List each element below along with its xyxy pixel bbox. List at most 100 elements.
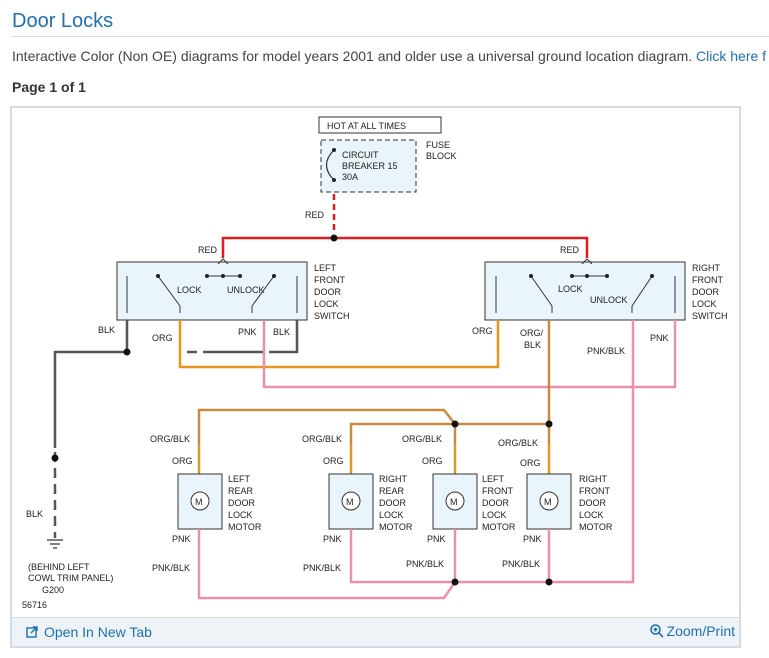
intro-sentence: Interactive Color (Non OE) diagrams for … <box>12 48 693 64</box>
hot-label: HOT AT ALL TIMES <box>327 121 406 131</box>
wire-label-blk-switch: BLK <box>273 327 290 337</box>
wire-label-pnkblk: PNK/BLK <box>587 346 625 356</box>
wire-label-orgblk-1: ORG/ <box>520 328 544 338</box>
diagram-viewer: HOT AT ALL TIMES FUSE BLOCK CIRCUIT BREA… <box>10 106 741 648</box>
black-ground-wire <box>53 320 129 448</box>
right-switch-label-5: SWITCH <box>692 311 728 321</box>
motor-label-2: FRONT <box>579 486 610 496</box>
pnkblk-branch-wire <box>349 554 457 584</box>
pnkblk-bus-wire <box>197 554 551 600</box>
zoom-print-button[interactable]: Zoom/Print <box>649 623 735 639</box>
splice-dot <box>545 420 553 428</box>
motor-orgblk-label: ORG/BLK <box>150 434 190 444</box>
motor-pnkblk-label: PNK/BLK <box>303 563 341 573</box>
motor-label-1: RIGHT <box>379 474 408 484</box>
breaker-terminal <box>332 178 336 182</box>
motor-label-3: DOOR <box>379 498 407 508</box>
motor-label-4: LOCK <box>579 510 604 520</box>
motor-label-2: FRONT <box>482 486 513 496</box>
fuse-block-label-2: BLOCK <box>426 151 457 161</box>
motor-label-4: LOCK <box>482 510 507 520</box>
wire-label-red: RED <box>305 210 325 220</box>
motor-icon <box>445 491 465 511</box>
wire-label-blk-ground: BLK <box>26 509 43 519</box>
motor-pnk-label: PNK <box>323 534 342 544</box>
zoom-print-label: Zoom/Print <box>666 623 735 639</box>
motor-icon <box>190 491 210 511</box>
diagram-id: 56716 <box>22 600 47 610</box>
ground-location-link[interactable]: Click here f <box>696 48 767 64</box>
ground-location-1: (BEHIND LEFT <box>28 562 90 572</box>
open-new-tab-button[interactable]: Open In New Tab <box>26 624 152 640</box>
right-switch-contacts <box>495 275 676 313</box>
motor-pnk-label: PNK <box>523 534 542 544</box>
left-front-switch-box <box>116 261 308 321</box>
motor-label-4: LOCK <box>228 510 253 520</box>
orgblk-branch-wire <box>349 422 457 444</box>
splice-dot <box>330 234 338 242</box>
switch-contact <box>529 274 533 278</box>
splice-dot <box>451 420 459 428</box>
splice-dot <box>451 578 459 586</box>
open-new-tab-label: Open In New Tab <box>44 624 152 640</box>
motor-symbol: M <box>450 497 458 507</box>
motor-pnkblk-label: PNK/BLK <box>502 559 540 569</box>
left-switch-label-4: LOCK <box>314 299 339 309</box>
motor-label-1: LEFT <box>482 474 505 484</box>
right-front-switch-box <box>484 261 686 321</box>
right-switch-label-2: FRONT <box>692 275 723 285</box>
motor-label-5: MOTOR <box>379 522 413 532</box>
motor-orgblk-label: ORG/BLK <box>402 434 442 444</box>
motor-label-5: MOTOR <box>228 522 262 532</box>
left-switch-label-5: SWITCH <box>314 311 350 321</box>
fuse-block-box <box>320 139 417 193</box>
title-divider <box>12 36 769 37</box>
black-switch-wire <box>187 320 299 354</box>
wire-label-red-right: RED <box>560 245 580 255</box>
motor-symbol: M <box>544 497 552 507</box>
breaker-label-3: 30A <box>342 172 358 182</box>
switch-contact <box>585 274 589 278</box>
motor-label-1: LEFT <box>228 474 251 484</box>
right-switch-label-3: DOOR <box>692 287 720 297</box>
wire-label-orgblk-2: BLK <box>524 340 541 350</box>
wiring-diagram[interactable]: HOT AT ALL TIMES FUSE BLOCK CIRCUIT BREA… <box>12 108 739 618</box>
hot-at-all-times-box <box>318 116 442 134</box>
switch-contact <box>205 274 209 278</box>
right-front-motor: M ORG/BLK ORG PNK PNK/BLK RIGHT FRONT DO… <box>498 438 613 569</box>
left-switch-unlock-label: UNLOCK <box>227 285 265 295</box>
ground-location-2: COWL TRIM PANEL) <box>28 573 113 583</box>
fuse-block-label-1: FUSE <box>426 140 450 150</box>
left-switch-label-3: DOOR <box>314 287 342 297</box>
ground-icon <box>47 539 63 549</box>
motor-label-5: MOTOR <box>579 522 613 532</box>
motor-label-2: REAR <box>228 486 254 496</box>
motor-org-label: ORG <box>172 456 193 466</box>
page-title: Door Locks <box>12 10 114 32</box>
motor-label-3: DOOR <box>228 498 256 508</box>
motor-pnkblk-label: PNK/BLK <box>406 559 444 569</box>
right-switch-label-1: RIGHT <box>692 263 721 273</box>
org-switch-wire <box>178 320 500 369</box>
pnkblk-trunk-wire <box>549 320 635 584</box>
page-indicator: Page 1 of 1 <box>12 79 86 95</box>
motor-label-5: MOTOR <box>482 522 516 532</box>
ground-location-3: G200 <box>42 585 64 595</box>
splice-dot <box>123 348 131 356</box>
switch-contact <box>221 274 225 278</box>
left-switch-contacts <box>126 275 298 313</box>
motor-orgblk-label: ORG/BLK <box>498 438 538 448</box>
orgblk-bus-wire <box>197 408 551 444</box>
zoom-magnifier-icon <box>649 624 664 638</box>
switch-contact <box>238 274 242 278</box>
left-front-motor: M ORG/BLK ORG PNK PNK/BLK LEFT FRONT DOO… <box>402 434 516 569</box>
wire-label-pnk: PNK <box>238 327 257 337</box>
left-switch-lock-label: LOCK <box>177 285 202 295</box>
wire-label-pnk-right: PNK <box>650 333 669 343</box>
motor-label-4: LOCK <box>379 510 404 520</box>
switch-contact <box>272 274 276 278</box>
motor-label-1: RIGHT <box>579 474 608 484</box>
intro-text: Interactive Color (Non OE) diagrams for … <box>12 48 766 64</box>
switch-contact <box>650 274 654 278</box>
splice-dot <box>51 454 59 462</box>
